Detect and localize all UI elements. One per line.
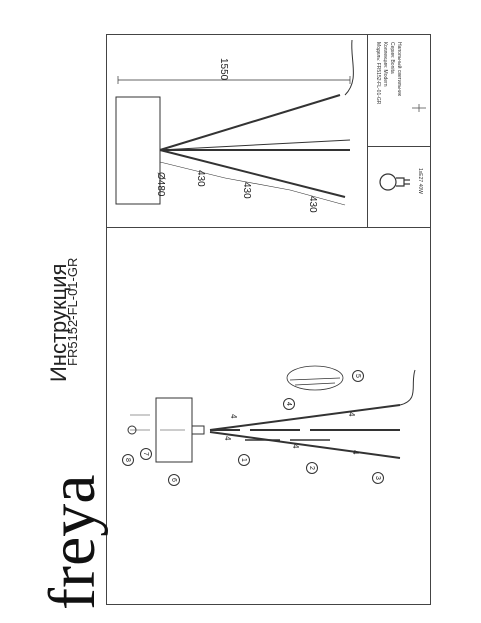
part-label-5: 4 bbox=[347, 412, 356, 417]
bulb-icon bbox=[379, 173, 410, 191]
dim-leg-c: 430 bbox=[307, 196, 318, 213]
spec-type: Напольный светильник bbox=[396, 42, 402, 96]
section-divider bbox=[106, 227, 431, 228]
callout-4: 4 bbox=[283, 398, 295, 410]
dimension-drawing bbox=[115, 39, 354, 206]
bulb-spec: 1xE27 40W bbox=[417, 168, 423, 194]
leg-part-4 bbox=[209, 404, 401, 431]
part-label-3: 4 bbox=[351, 450, 360, 455]
callout-2: 2 bbox=[306, 462, 318, 474]
assembly-drawing bbox=[127, 365, 416, 463]
dim-leg-a: 430 bbox=[195, 170, 206, 187]
lamp-type-icon bbox=[412, 104, 426, 112]
dim-height: 1550 bbox=[218, 58, 229, 81]
lampshade-outline bbox=[115, 96, 161, 205]
dim-leg-b: 430 bbox=[241, 182, 252, 199]
bulb-part bbox=[127, 425, 137, 435]
part-label-1: 4 bbox=[223, 436, 232, 441]
callout-6: 6 bbox=[168, 474, 180, 486]
callout-1: 1 bbox=[238, 454, 250, 466]
spec-series: Серия: Bonita bbox=[389, 42, 395, 74]
cord bbox=[344, 39, 354, 96]
socket-part bbox=[191, 425, 205, 435]
spec-divider bbox=[367, 34, 368, 228]
detail-magnifier bbox=[286, 365, 344, 391]
leg-upper bbox=[159, 94, 341, 151]
callout-5: 5 bbox=[352, 370, 364, 382]
cord-part bbox=[399, 369, 416, 406]
spec-model: Модель: FR5152-FL-01-GR bbox=[375, 42, 381, 105]
callout-8: 8 bbox=[122, 454, 134, 466]
part-label-4: 4 bbox=[229, 414, 238, 419]
spec-box-divider bbox=[367, 146, 431, 147]
spec-collection: Коллекция: Modern bbox=[382, 42, 388, 87]
callout-7: 7 bbox=[140, 448, 152, 460]
leg-part-3 bbox=[209, 431, 401, 459]
dim-diameter: Ø480 bbox=[155, 172, 166, 197]
callout-3: 3 bbox=[372, 472, 384, 484]
leg-lower bbox=[159, 149, 346, 198]
page-frame bbox=[106, 34, 431, 605]
part-label-2: 4 bbox=[291, 444, 300, 449]
